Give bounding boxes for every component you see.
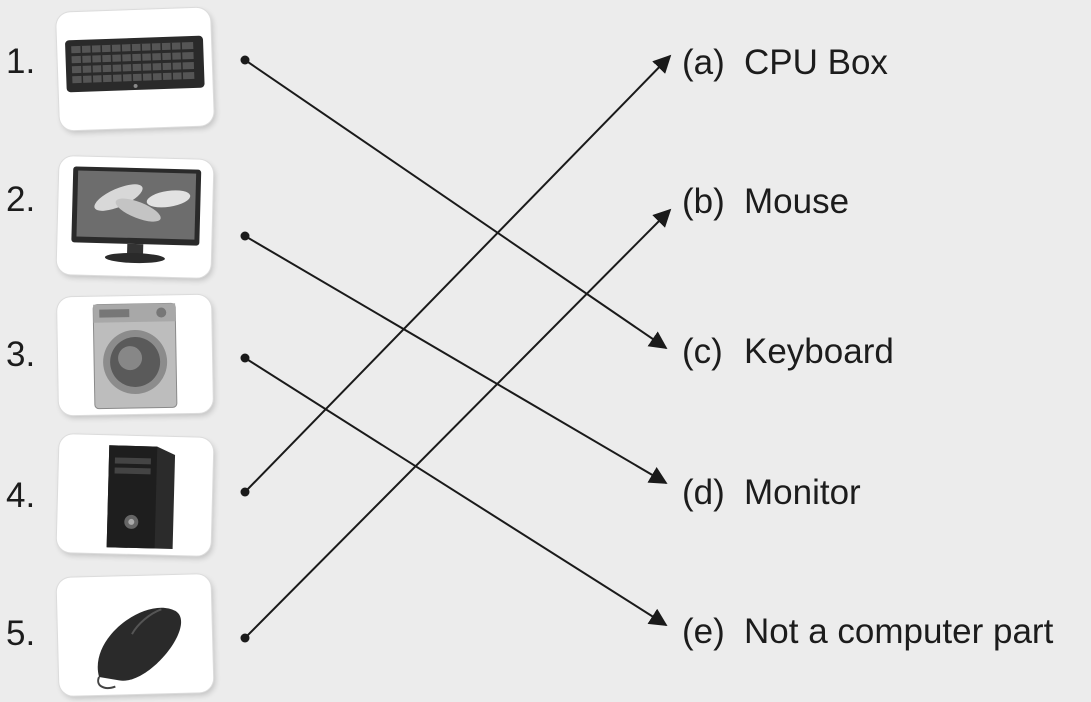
item-card-1 (55, 7, 215, 131)
connector-1-to-c (244, 59, 668, 350)
option-d-letter: (d) (682, 473, 725, 512)
washing-machine-icon (92, 302, 178, 410)
option-c-label: Keyboard (744, 332, 894, 371)
option-d-label: Monitor (744, 473, 861, 512)
item-number-2: 2. (6, 180, 36, 219)
option-d: (d) Monitor (682, 475, 861, 510)
item-card-4 (56, 434, 214, 556)
option-b-letter: (b) (682, 182, 725, 221)
item-card-2 (56, 156, 214, 278)
option-c-letter: (c) (682, 332, 723, 371)
connector-5-to-b (244, 208, 672, 639)
option-b-label: Mouse (744, 182, 850, 221)
option-e-letter: (e) (682, 612, 725, 651)
item-card-5 (56, 574, 214, 696)
option-b: (b) Mouse (682, 184, 849, 219)
option-e-label: Not a computer part (744, 612, 1054, 651)
mouse-icon (97, 607, 182, 689)
cpu-tower-icon (106, 445, 176, 550)
option-a-letter: (a) (682, 43, 725, 82)
item-number-5: 5. (6, 614, 36, 653)
item-card-3 (56, 294, 214, 416)
option-e: (e) Not a computer part (682, 614, 1053, 649)
connector-2-to-d (244, 235, 668, 484)
option-a: (a) CPU Box (682, 45, 888, 80)
item-number-1: 1. (6, 42, 36, 81)
connector-4-to-a (244, 54, 672, 493)
option-c: (c) Keyboard (682, 334, 894, 369)
connector-3-to-e (244, 357, 668, 626)
item-number-4: 4. (6, 476, 36, 515)
item-number-3: 3. (6, 335, 36, 374)
option-a-label: CPU Box (744, 43, 888, 82)
monitor-icon (71, 166, 202, 264)
keyboard-icon (65, 35, 205, 93)
